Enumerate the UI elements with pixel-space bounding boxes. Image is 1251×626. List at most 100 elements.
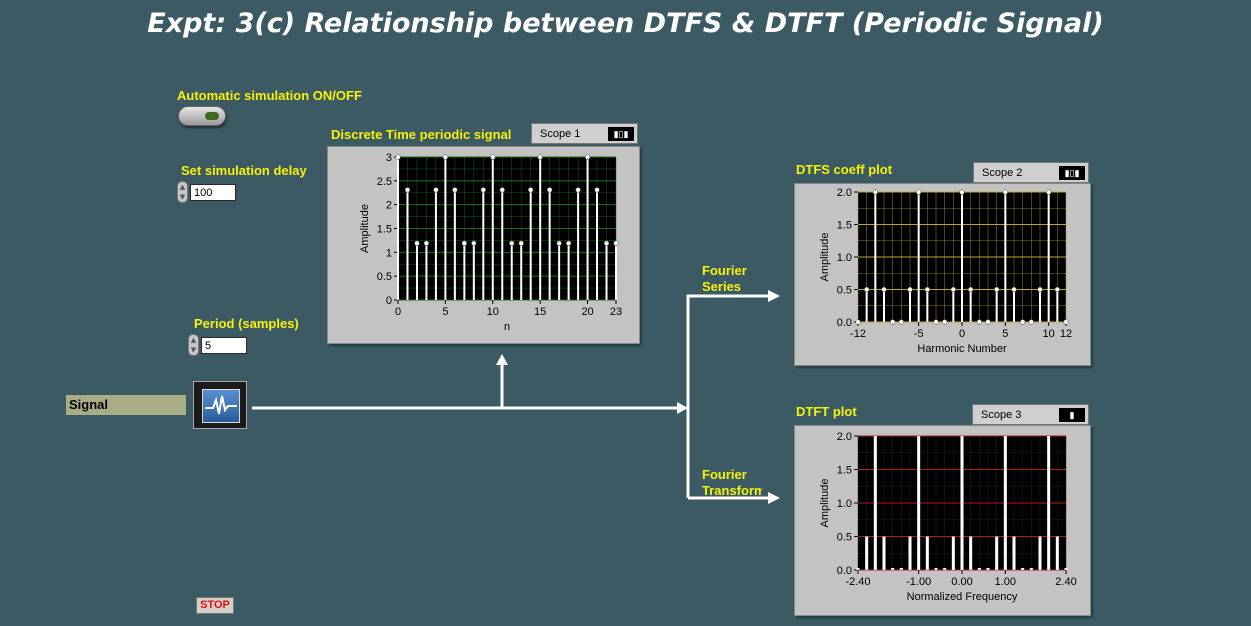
x-tick-label: -1.00 bbox=[906, 576, 931, 588]
stem-marker bbox=[872, 189, 878, 195]
stem-marker bbox=[942, 319, 948, 325]
dtft-bar bbox=[1047, 436, 1051, 570]
x-axis-label: n bbox=[504, 321, 510, 333]
y-tick-label: 2.5 bbox=[377, 176, 392, 188]
stem-marker bbox=[509, 240, 515, 246]
stem-marker bbox=[556, 240, 562, 246]
dtft-bar bbox=[977, 568, 981, 570]
x-tick-label: 10 bbox=[487, 306, 499, 318]
y-tick-label: 1.5 bbox=[837, 220, 852, 232]
stem-marker bbox=[1037, 286, 1043, 293]
y-tick-label: 0 bbox=[386, 295, 392, 307]
dtft-bar bbox=[873, 436, 877, 570]
scope1-button[interactable]: Scope 1 ▮▯▮ bbox=[531, 123, 638, 144]
dtft-bar bbox=[1055, 536, 1059, 570]
y-tick-label: 0.0 bbox=[837, 317, 852, 329]
stem-marker bbox=[1028, 319, 1034, 325]
y-tick-label: 3 bbox=[386, 152, 392, 164]
stem-marker bbox=[594, 187, 600, 193]
dtft-bar bbox=[891, 568, 895, 570]
graph-palette-icon[interactable]: ▮ bbox=[1059, 407, 1085, 422]
stem-marker bbox=[471, 240, 477, 246]
stem-marker bbox=[528, 187, 534, 193]
dtft-bar bbox=[1038, 536, 1042, 570]
signal-vi-block[interactable] bbox=[193, 381, 247, 429]
dtft-bar bbox=[934, 568, 938, 570]
stem-marker bbox=[499, 187, 505, 193]
stem-marker bbox=[404, 187, 411, 193]
dtft-bar bbox=[899, 568, 903, 570]
toggle-led-icon bbox=[205, 112, 219, 120]
scope3-label: Scope 3 bbox=[981, 408, 1022, 421]
y-axis-label: Amplitude bbox=[819, 233, 831, 282]
scope3-button[interactable]: Scope 3 ▮ bbox=[972, 404, 1089, 425]
x-tick-label: 0.00 bbox=[951, 576, 972, 588]
dtft-bar bbox=[1021, 568, 1025, 570]
stem-marker bbox=[1063, 319, 1069, 325]
stem-marker bbox=[566, 240, 572, 246]
stem-marker bbox=[1054, 286, 1060, 293]
stem-marker bbox=[613, 240, 619, 246]
stop-button[interactable]: STOP bbox=[196, 597, 234, 614]
stem-marker bbox=[423, 240, 430, 246]
dtft-bar bbox=[969, 536, 973, 570]
delay-input[interactable]: 100 bbox=[190, 184, 236, 201]
period-input[interactable]: 5 bbox=[201, 337, 247, 354]
stem-marker bbox=[1011, 286, 1017, 293]
stem-marker bbox=[414, 240, 420, 246]
stem-marker bbox=[584, 154, 591, 160]
stem-marker bbox=[575, 187, 581, 193]
stem-marker bbox=[933, 319, 939, 325]
page-title: Expt: 3(c) Relationship between DTFS & D… bbox=[147, 8, 1104, 39]
x-tick-label: 1.00 bbox=[995, 576, 1016, 588]
stem-marker bbox=[916, 189, 922, 195]
stem-marker bbox=[461, 240, 467, 246]
stem-marker bbox=[1020, 319, 1026, 325]
stem-marker bbox=[537, 154, 543, 160]
x-tick-label: 15 bbox=[534, 306, 546, 318]
x-axis-label: Harmonic Number bbox=[917, 343, 1007, 355]
auto-sim-toggle[interactable] bbox=[178, 106, 226, 126]
stem-marker bbox=[898, 319, 904, 325]
scope1-label: Scope 1 bbox=[540, 127, 581, 140]
stem-marker bbox=[907, 286, 913, 293]
x-tick-label: -5 bbox=[914, 328, 924, 340]
dtft-bar bbox=[865, 536, 869, 570]
dtft-bar bbox=[917, 436, 921, 570]
x-tick-label: 12 bbox=[1060, 328, 1072, 340]
x-tick-label: -12 bbox=[850, 328, 866, 340]
stem-marker bbox=[1046, 189, 1052, 195]
y-tick-label: 1.5 bbox=[837, 465, 852, 477]
scope1-title: Discrete Time periodic signal bbox=[331, 127, 512, 142]
scope3-title: DTFT plot bbox=[796, 404, 857, 419]
stem-marker bbox=[985, 319, 991, 325]
x-tick-label: 2.40 bbox=[1055, 576, 1076, 588]
scope2-button[interactable]: Scope 2 ▮▯▮ bbox=[973, 162, 1089, 183]
dtft-bar bbox=[908, 536, 912, 570]
dtft-bar bbox=[925, 536, 929, 570]
x-tick-label: 10 bbox=[1043, 328, 1055, 340]
dtft-bar bbox=[1029, 568, 1033, 570]
stem-marker bbox=[881, 286, 887, 293]
graph-palette-icon[interactable]: ▮▯▮ bbox=[1059, 165, 1085, 180]
x-tick-label: 0 bbox=[395, 306, 401, 318]
y-axis-label: Amplitude bbox=[819, 479, 831, 528]
delay-spinner-icon[interactable]: ▲▼ bbox=[177, 181, 188, 203]
graph-palette-icon[interactable]: ▮▯▮ bbox=[608, 126, 634, 141]
stem-marker bbox=[452, 187, 458, 193]
stem-marker bbox=[890, 319, 896, 325]
stem-marker bbox=[864, 286, 870, 293]
y-axis-label: Amplitude bbox=[359, 204, 371, 253]
y-tick-label: 1.0 bbox=[837, 252, 852, 264]
stem-marker bbox=[950, 286, 956, 293]
y-tick-label: 0.5 bbox=[377, 271, 392, 283]
dtft-bar bbox=[856, 568, 860, 570]
dtft-bar bbox=[1012, 536, 1016, 570]
period-spinner-icon[interactable]: ▲▼ bbox=[188, 334, 199, 356]
auto-sim-label: Automatic simulation ON/OFF bbox=[177, 88, 362, 103]
stem-marker bbox=[603, 240, 610, 246]
y-tick-label: 2.0 bbox=[837, 187, 852, 199]
